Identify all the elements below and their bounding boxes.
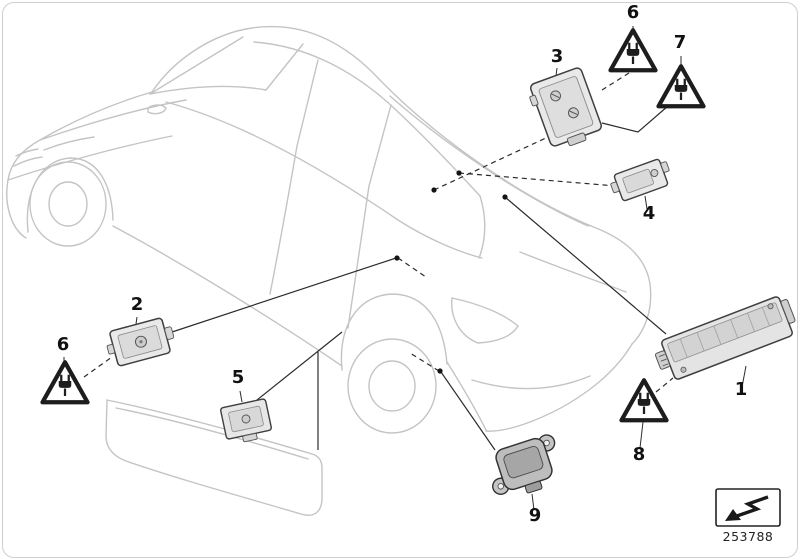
warning-triangle-6-left [43,362,88,402]
rear-wheel [347,338,437,434]
schematic-arrow-head [725,509,741,521]
part-number: 253788 [722,529,774,544]
rear-window-panel [105,399,323,516]
warning-triangle-6-top [611,30,656,70]
callout-3[interactable]: 3 [550,46,564,67]
component-4-module[interactable] [608,157,674,204]
component-5-module[interactable] [220,398,273,446]
plug-warning-icon [43,362,88,402]
callout-1[interactable]: 1 [734,379,748,400]
attachment-dots [394,170,508,374]
callout-6-left[interactable]: 6 [56,334,70,355]
component-9-sensor[interactable] [482,433,567,503]
callout-2[interactable]: 2 [130,294,144,315]
component-3-control-unit[interactable] [526,67,605,154]
component-1-amplifier[interactable] [651,293,800,383]
label-ticks [63,26,747,511]
callout-4[interactable]: 4 [642,203,656,224]
taillight [451,297,519,327]
schematic-thumbnail-box[interactable] [715,488,781,527]
callout-5[interactable]: 5 [231,367,245,388]
schematic-arrow-icon [733,495,769,519]
callout-7[interactable]: 7 [673,32,687,53]
component-2-module[interactable] [103,316,177,368]
side-mirror [147,104,167,115]
warning-triangle-8 [622,380,667,420]
plug-warning-icon [622,380,667,420]
plug-warning-icon [659,66,704,106]
callout-6-top[interactable]: 6 [626,2,640,23]
callout-9[interactable]: 9 [528,505,542,526]
callout-8[interactable]: 8 [632,444,646,465]
front-wheel [29,161,107,247]
leader-lines [63,26,747,511]
car-outline [6,25,652,434]
plug-warning-icon [611,30,656,70]
warning-triangle-7 [659,66,704,106]
